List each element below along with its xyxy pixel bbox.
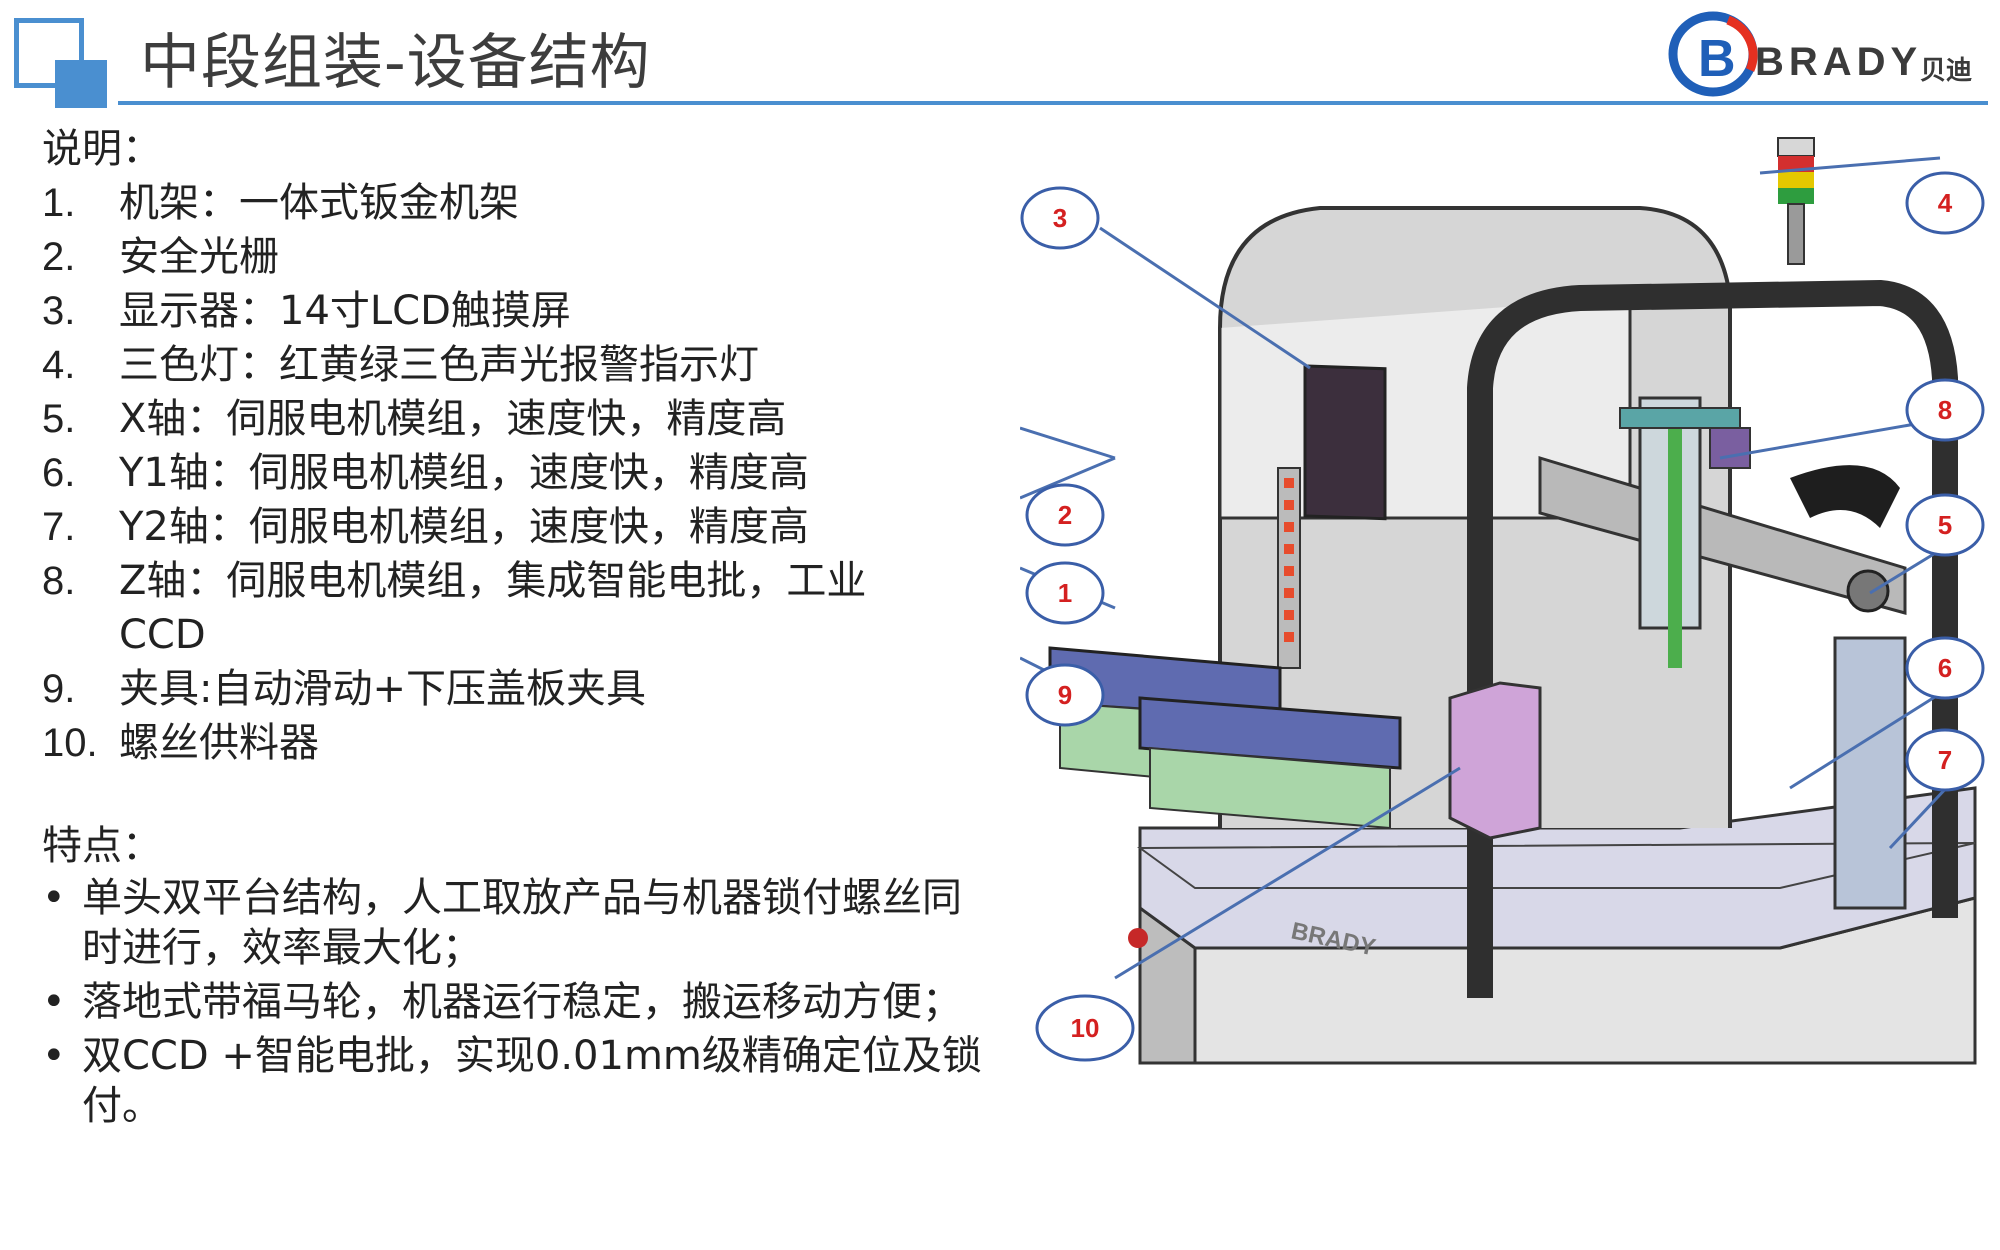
callout-1: 1 xyxy=(1025,561,1105,625)
emergency-stop xyxy=(1128,928,1148,948)
features-list: •单头双平台结构，人工取放产品与机器锁付螺丝同时进行，效率最大化； •落地式带福… xyxy=(42,873,982,1135)
callout-5: 5 xyxy=(1905,493,1985,557)
header-decor-square-fill xyxy=(55,60,107,108)
fixture-base-right xyxy=(1149,746,1391,830)
light-curtain-leds xyxy=(1284,478,1294,642)
list-item: •落地式带福马轮，机器运行稳定，搬运移动方便； xyxy=(42,979,962,1025)
callout-2: 2 xyxy=(1025,483,1105,547)
svg-text:3: 3 xyxy=(1053,203,1067,233)
svg-text:9: 9 xyxy=(1058,680,1072,710)
worktable-rail xyxy=(1136,842,1976,889)
tower-light-cap xyxy=(1777,137,1815,157)
y2-axis-column xyxy=(1833,636,1907,910)
callout-3: 3 xyxy=(1020,186,1100,250)
machine-frame-front xyxy=(1467,279,1958,998)
svg-text:2: 2 xyxy=(1058,500,1072,530)
cable-chain xyxy=(1790,465,1900,528)
z-axis-servo-motor xyxy=(1709,427,1751,469)
features-heading: 特点： xyxy=(42,823,162,869)
callout-6: 6 xyxy=(1905,636,1985,700)
x-axis-beam xyxy=(1538,455,1907,615)
z-axis-bracket xyxy=(1619,407,1741,429)
equipment-diagram: BRADY xyxy=(1020,137,1985,1065)
svg-text:1: 1 xyxy=(1058,578,1072,608)
callout-10: 10 xyxy=(1035,994,1135,1062)
list-item: •单头双平台结构，人工取放产品与机器锁付螺丝同时进行，效率最大化； xyxy=(42,875,962,971)
svg-text:4: 4 xyxy=(1938,188,1953,218)
svg-text:6: 6 xyxy=(1938,653,1952,683)
svg-text:7: 7 xyxy=(1938,745,1952,775)
brand-logo: B BRADY 贝迪 xyxy=(1668,10,1993,98)
svg-text:B: B xyxy=(1698,30,1736,88)
callout-7: 7 xyxy=(1905,728,1985,792)
callout-8: 8 xyxy=(1905,378,1985,442)
tower-light-green xyxy=(1778,188,1814,204)
svg-text:8: 8 xyxy=(1938,395,1952,425)
x-axis-motor xyxy=(1846,569,1890,613)
tower-light-yellow xyxy=(1778,172,1814,188)
header-decor-square-outline xyxy=(14,18,84,88)
description-heading: 说明： xyxy=(42,126,162,172)
fixture-plate-right xyxy=(1138,696,1402,770)
z-axis-guide xyxy=(1668,428,1682,668)
brand-logo-icon: B xyxy=(1668,11,1758,97)
tower-light-pole xyxy=(1787,203,1805,265)
svg-text:5: 5 xyxy=(1938,510,1952,540)
callout-9: 9 xyxy=(1025,663,1105,727)
svg-text:10: 10 xyxy=(1071,1013,1100,1043)
display-monitor xyxy=(1303,364,1387,521)
page-title: 中段组装-设备结构 xyxy=(140,28,651,98)
header-divider xyxy=(118,101,1988,105)
screw-feeder xyxy=(1448,681,1542,840)
list-item: •双CCD +智能电批，实现0.01mm级精确定位及锁付。 xyxy=(42,1033,982,1129)
brand-logo-cn: 贝迪 xyxy=(1920,56,1973,86)
brand-logo-text: BRADY xyxy=(1755,40,1923,84)
callout-4: 4 xyxy=(1905,171,1985,235)
